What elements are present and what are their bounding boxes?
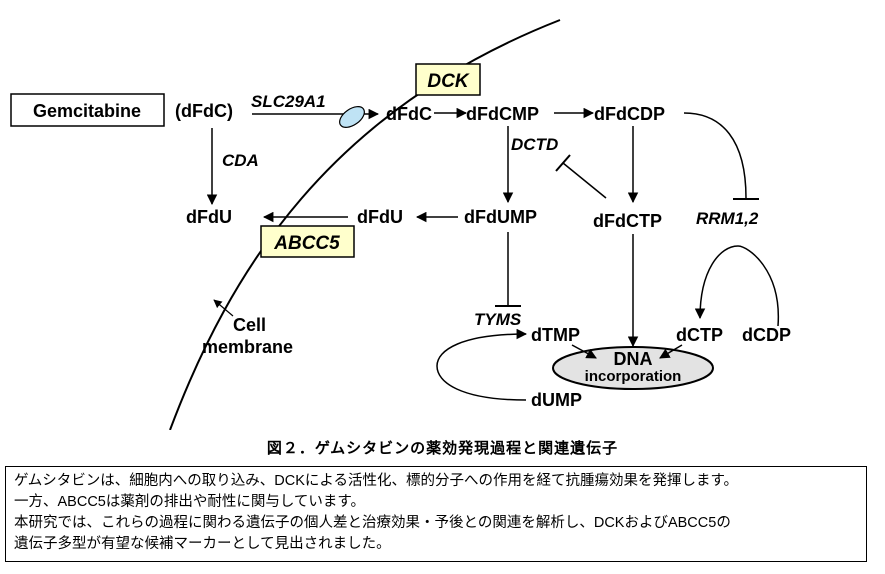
- dck-label: DCK: [427, 71, 469, 92]
- dtmp-label: dTMP: [531, 325, 580, 345]
- dfdctp-label: dFdCTP: [593, 211, 662, 231]
- dfdc-outside-label: (dFdC): [175, 101, 233, 121]
- gemcitabine-box: [10, 93, 165, 127]
- dfdcdp-rrm-inhibition-curve: [683, 112, 747, 199]
- dctd-inhibition-line: [562, 162, 607, 199]
- dfdu-inside-label: dFdU: [357, 207, 403, 227]
- dck-box: [415, 63, 481, 96]
- cell-membrane-curve: [169, 19, 561, 430]
- dctd-inhibition-bar: [555, 154, 571, 172]
- slc29a1-label: SLC29A1: [251, 92, 326, 111]
- dcdp-label: dCDP: [742, 325, 791, 345]
- dfdcdp-label: dFdCDP: [594, 104, 665, 124]
- dfdump-label: dFdUMP: [464, 207, 537, 227]
- tyms-label: TYMS: [474, 310, 522, 329]
- rrm-label: RRM1,2: [696, 209, 759, 228]
- cda-label: CDA: [222, 151, 259, 170]
- dfdu-outside-label: dFdU: [186, 207, 232, 227]
- dctp-to-dna-arrow: [659, 344, 683, 359]
- description-line: 一方、ABCC5は薬剤の排出や耐性に関与しています。: [14, 494, 365, 510]
- dump-label: dUMP: [531, 390, 582, 410]
- dfdc-inside-label: dFdC: [386, 104, 432, 124]
- rrm-cycle-loop: [694, 245, 779, 327]
- dump-to-dtmp-loop: [436, 328, 528, 401]
- slc29a1-transporter-icon: [339, 106, 365, 128]
- dctp-label: dCTP: [676, 325, 723, 345]
- dna-label: DNA: [614, 349, 653, 369]
- gemcitabine-label: Gemcitabine: [33, 101, 141, 121]
- gemcitabine-pathway-diagram: Gemcitabine (dFdC) SLC29A1 DCK dFdC dFdC…: [10, 19, 791, 430]
- description-box: ゲムシタビンは、細胞内への取り込み、DCKによる活性化、標的分子への作用を経て抗…: [5, 466, 867, 562]
- description-line: 本研究では、これらの過程に関わる遺伝子の個人差と治療効果・予後との関連を解析し、…: [14, 515, 731, 531]
- incorporation-label: incorporation: [585, 368, 682, 385]
- figure-caption: 図２．ゲムシタビンの薬効発現過程と関連遺伝子: [266, 440, 619, 457]
- dtmp-to-dna-arrow: [571, 344, 597, 359]
- description-line: ゲムシタビンは、細胞内への取り込み、DCKによる活性化、標的分子への作用を経て抗…: [14, 473, 738, 489]
- membrane-label: membrane: [202, 337, 293, 357]
- description-line: 遺伝子多型が有望な候補マーカーとして見出されました。: [14, 536, 391, 552]
- dctd-label: DCTD: [511, 135, 558, 154]
- dfdcmp-label: dFdCMP: [466, 104, 539, 124]
- cell-membrane-pointer-arrow: [213, 299, 234, 317]
- cell-label: Cell: [233, 315, 266, 335]
- abcc5-label: ABCC5: [273, 233, 340, 254]
- abcc5-box: [260, 225, 355, 258]
